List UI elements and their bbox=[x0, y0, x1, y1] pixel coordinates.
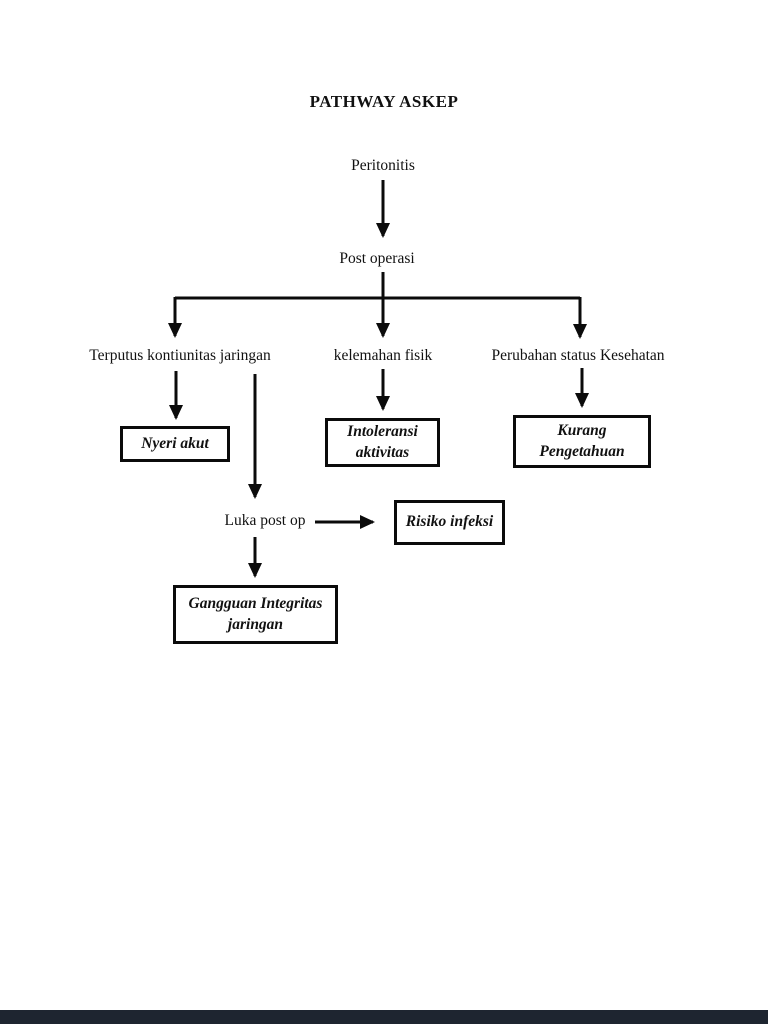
box-gangguan-integritas: Gangguan Integritas jaringan bbox=[173, 585, 338, 644]
node-terputus-kontiunitas-jaringan: Terputus kontiunitas jaringan bbox=[89, 347, 271, 364]
node-peritonitis: Peritonitis bbox=[351, 157, 415, 174]
box-kurang-pengetahuan-label: Kurang Pengetahuan bbox=[539, 421, 625, 460]
box-intoleransi-aktivitas: Intoleransi aktivitas bbox=[325, 418, 440, 467]
node-perubahan-status-kesehatan: Perubahan status Kesehatan bbox=[491, 347, 665, 364]
node-post-operasi: Post operasi bbox=[339, 250, 415, 267]
box-gangguan-integritas-label: Gangguan Integritas jaringan bbox=[188, 594, 323, 633]
page-title: PATHWAY ASKEP bbox=[309, 92, 459, 111]
node-kelemahan-fisik: kelemahan fisik bbox=[333, 347, 433, 364]
box-risiko-infeksi-label: Risiko infeksi bbox=[405, 513, 494, 531]
box-intoleransi-aktivitas-label: Intoleransi aktivitas bbox=[347, 422, 418, 461]
box-kurang-pengetahuan: Kurang Pengetahuan bbox=[513, 415, 651, 468]
node-luka-post-op: Luka post op bbox=[224, 512, 306, 529]
box-risiko-infeksi: Risiko infeksi bbox=[394, 500, 505, 545]
box-nyeri-akut-label: Nyeri akut bbox=[141, 434, 209, 452]
viewer-footer-bar bbox=[0, 1010, 768, 1024]
box-nyeri-akut: Nyeri akut bbox=[120, 426, 230, 462]
